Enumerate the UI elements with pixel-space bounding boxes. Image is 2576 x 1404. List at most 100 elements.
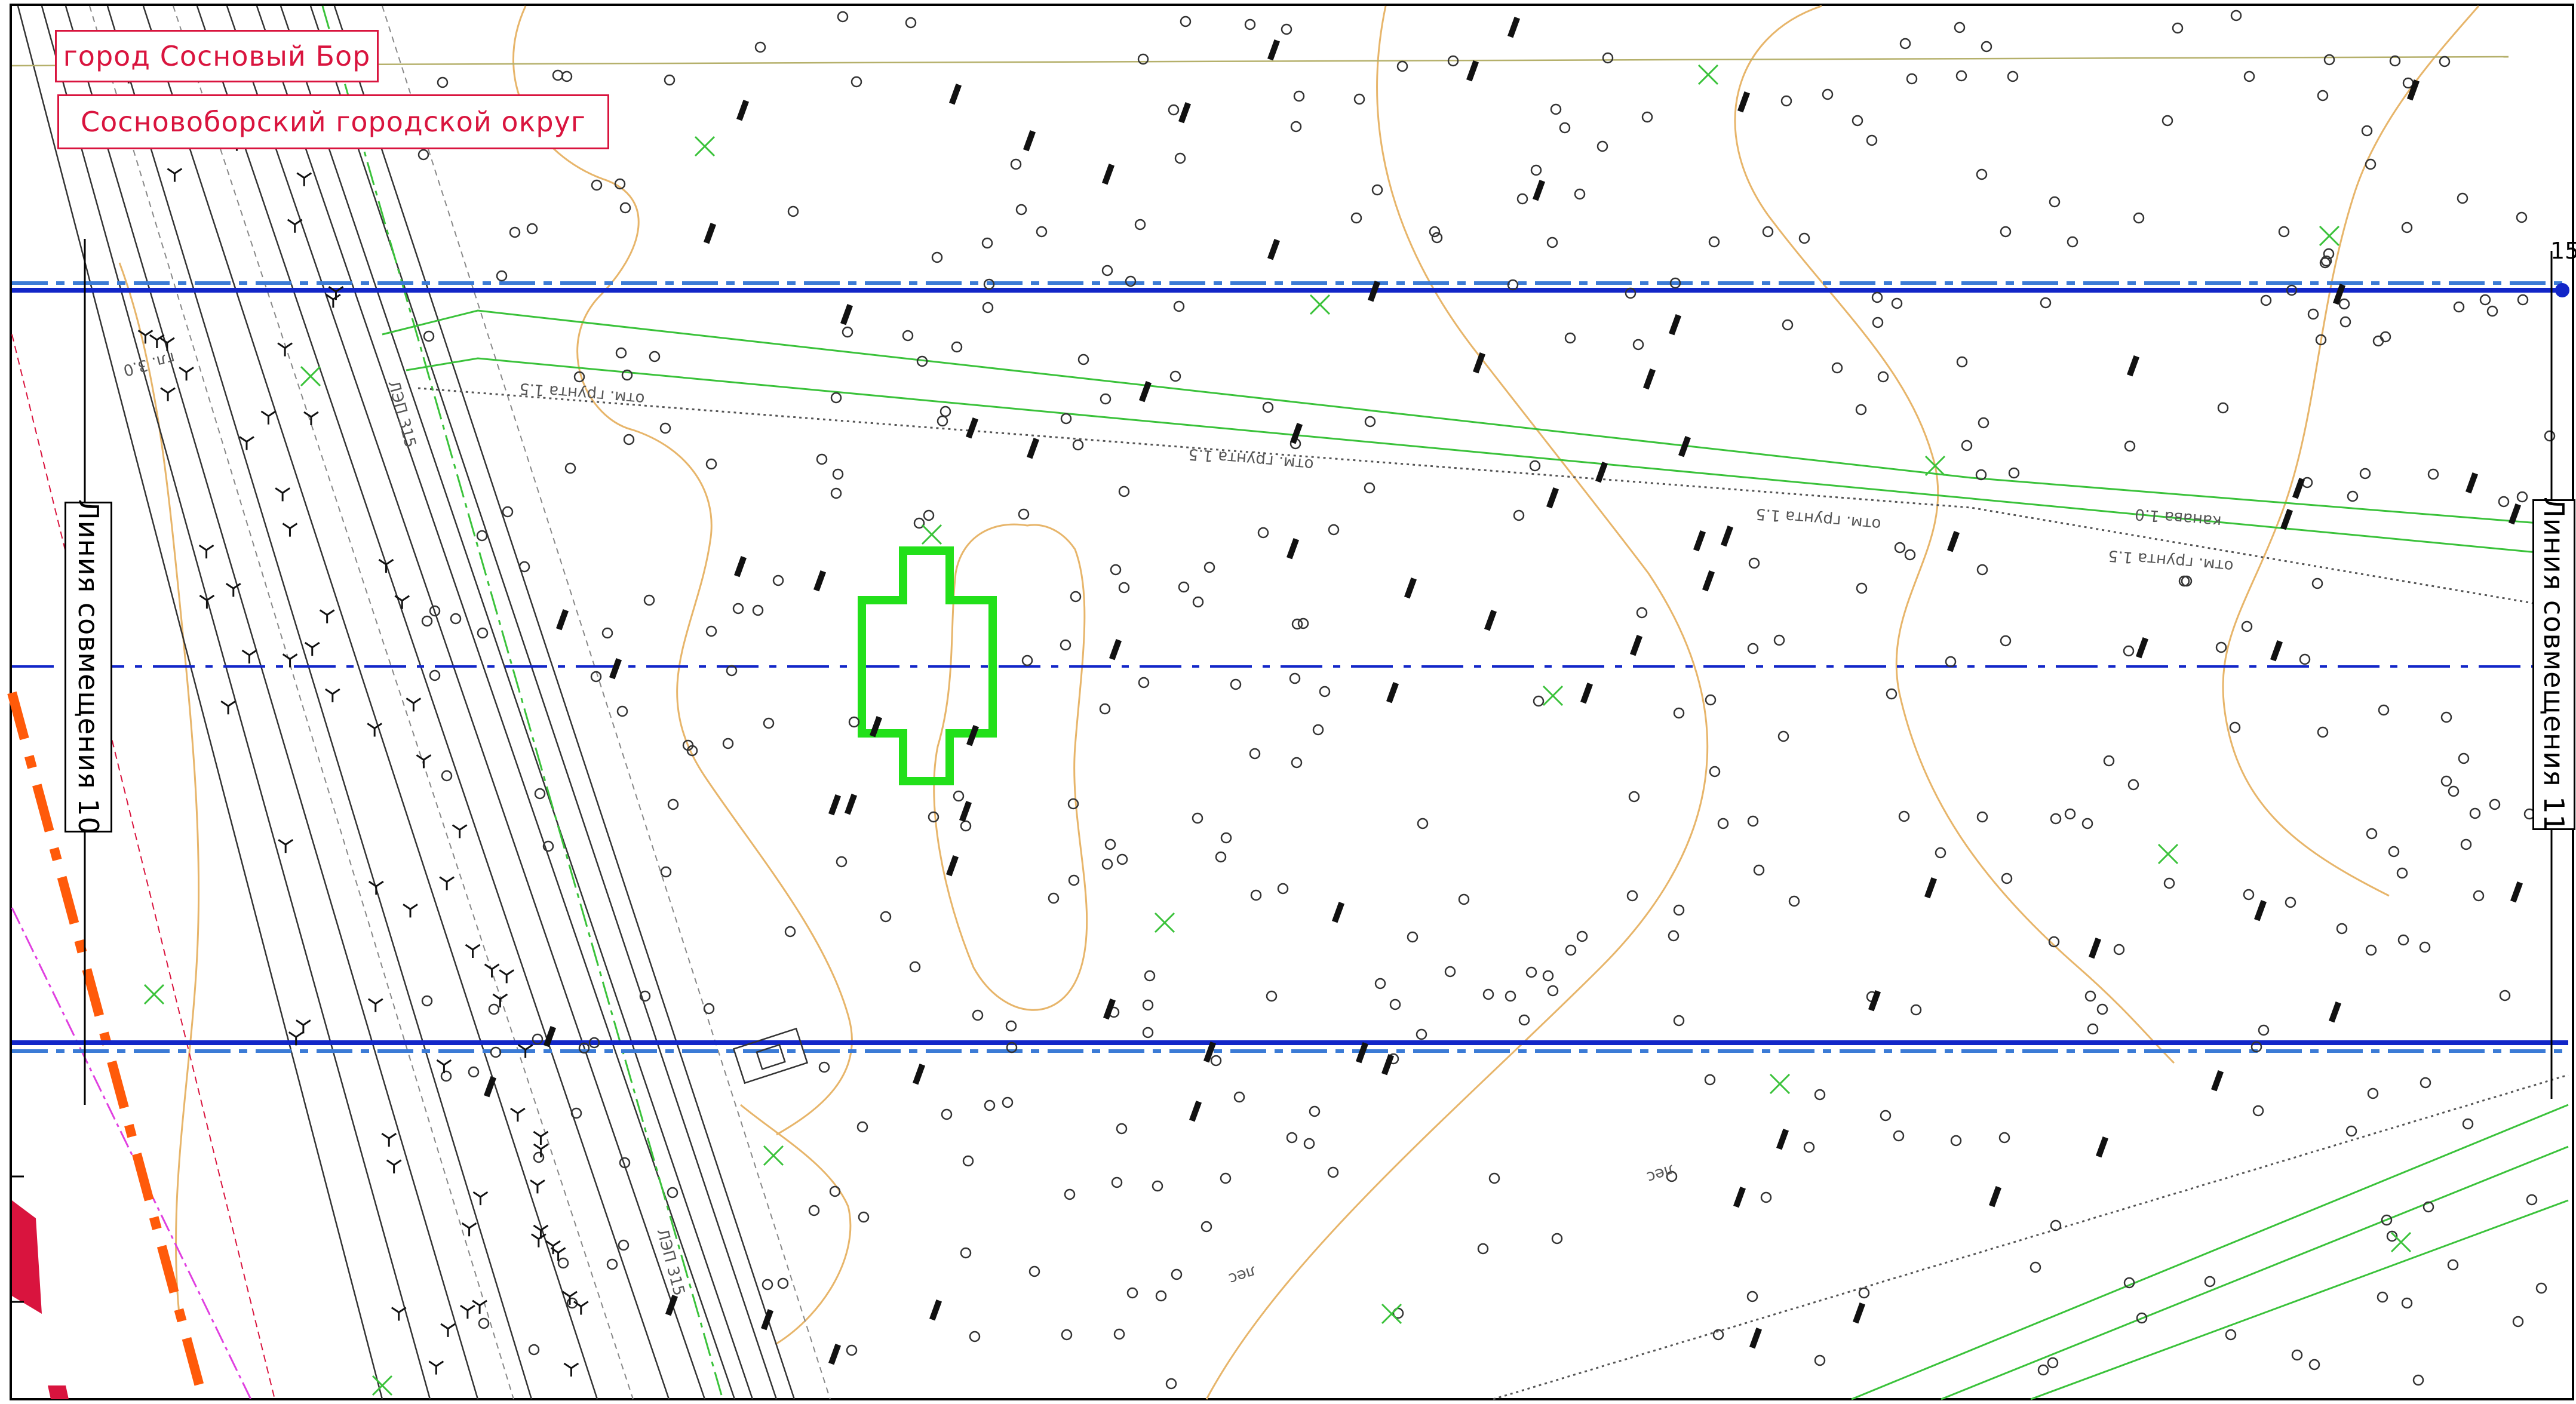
- tree-icon: [1010, 158, 1022, 170]
- tree-icon: [937, 415, 948, 427]
- spot-height-icon: [966, 725, 980, 746]
- tree-icon: [476, 530, 488, 542]
- tree-icon: [1113, 1328, 1125, 1340]
- tree-icon: [1110, 564, 1122, 576]
- spot-height-icon: [2136, 637, 2149, 659]
- tree-icon: [851, 76, 862, 88]
- tree-icon: [2285, 896, 2296, 908]
- tree-icon: [1559, 122, 1571, 134]
- tree-icon: [1353, 93, 1365, 105]
- tree-icon: [2001, 872, 2013, 884]
- tree-icon: [578, 1042, 590, 1054]
- tree-icon: [2047, 1357, 2059, 1369]
- lattice-tower-icon: [403, 904, 418, 918]
- spot-height-icon: [813, 570, 827, 592]
- lattice-tower-icon: [530, 1233, 546, 1248]
- tree-icon: [1257, 527, 1269, 539]
- tree-icon: [488, 1003, 500, 1015]
- tree-icon: [1961, 440, 1973, 451]
- tree-icon: [2127, 779, 2139, 791]
- tree-icon: [1060, 413, 1072, 425]
- tree-icon: [1142, 1027, 1154, 1039]
- lattice-tower-icon: [406, 698, 422, 712]
- tree-icon: [2030, 1261, 2041, 1273]
- tree-icon: [2323, 54, 2335, 66]
- tree-icon: [1978, 417, 1989, 429]
- cross-icon: [143, 984, 165, 1005]
- tree-icon: [1048, 892, 1060, 904]
- tree-icon: [2498, 496, 2510, 508]
- lattice-tower-icon: [149, 334, 165, 348]
- tree-icon: [1525, 966, 1537, 978]
- tree-icon: [1018, 508, 1030, 520]
- spot-height-icon: [2466, 472, 2479, 494]
- lattice-tower-icon: [550, 1247, 566, 1261]
- tree-icon: [1134, 219, 1146, 231]
- lattice-tower-icon: [260, 410, 277, 425]
- spot-height-icon: [2127, 355, 2140, 377]
- spot-height-icon: [1473, 352, 1486, 374]
- tree-icon: [618, 1239, 630, 1251]
- spot-height-icon: [946, 855, 959, 877]
- spot-height-icon: [2510, 881, 2523, 903]
- tree-icon: [816, 453, 828, 465]
- tree-symbols: [417, 10, 2556, 1390]
- tree-icon: [972, 1009, 984, 1021]
- tree-icon: [2243, 70, 2255, 82]
- tree-icon: [1152, 1180, 1163, 1192]
- tree-icon: [1872, 317, 1884, 328]
- spot-height-icon: [760, 1309, 774, 1331]
- tree-icon: [1547, 985, 1559, 997]
- tree-icon: [2096, 1003, 2108, 1015]
- lattice-tower-icon: [367, 998, 383, 1012]
- tree-icon: [2217, 402, 2229, 414]
- tree-icon: [1028, 1265, 1040, 1277]
- tree-icon: [848, 716, 860, 728]
- tree-icon: [2299, 653, 2311, 665]
- tree-icon: [1005, 1020, 1017, 1032]
- tree-icon: [2317, 726, 2329, 738]
- tree-icon: [1760, 1191, 1772, 1203]
- tree-icon: [664, 74, 676, 86]
- spot-height-icon: [1533, 180, 1546, 201]
- tree-icon: [1291, 757, 1303, 769]
- tree-icon: [1297, 617, 1309, 629]
- spot-height-icon: [665, 1295, 678, 1316]
- tree-icon: [1602, 52, 1614, 64]
- tree-icon: [722, 738, 734, 749]
- tree-icon: [1822, 88, 1834, 100]
- tree-icon: [902, 330, 914, 342]
- tree-icon: [2230, 10, 2242, 21]
- spot-height-icon: [870, 716, 883, 738]
- spot-height-icon: [959, 801, 972, 822]
- spot-height-icon: [1580, 683, 1594, 704]
- tree-icon: [1894, 542, 1906, 554]
- tree-icon: [1203, 561, 1215, 573]
- spot-height-icon: [1404, 577, 1417, 599]
- tower-symbols: [105, 53, 589, 1377]
- spot-height-icon: [1678, 436, 1691, 457]
- tree-icon: [2000, 635, 2012, 647]
- tree-icon: [1374, 978, 1386, 990]
- red-thin-line: [11, 334, 275, 1400]
- tree-icon: [2457, 192, 2468, 204]
- tree-icon: [818, 1061, 830, 1073]
- tree-icon: [1893, 1130, 1905, 1142]
- tree-icon: [588, 1037, 600, 1049]
- tree-icon: [1328, 524, 1340, 536]
- tree-icon: [643, 594, 655, 606]
- lattice-tower-icon: [533, 1143, 549, 1157]
- spot-height-icon: [1290, 423, 1303, 444]
- tree-icon: [2512, 1316, 2524, 1328]
- tree-icon: [2286, 284, 2298, 296]
- spot-height-icon: [1287, 538, 1300, 560]
- tree-icon: [2064, 808, 2076, 820]
- tree-icon: [1077, 354, 1089, 365]
- tree-icon: [1709, 766, 1721, 778]
- tree-icon: [858, 1211, 870, 1223]
- tree-icon: [1447, 55, 1459, 67]
- tree-icon: [1429, 226, 1441, 238]
- annotation-forest-2: лес: [1226, 1262, 1258, 1288]
- tree-icon: [1389, 999, 1401, 1010]
- tree-icon: [619, 1157, 631, 1169]
